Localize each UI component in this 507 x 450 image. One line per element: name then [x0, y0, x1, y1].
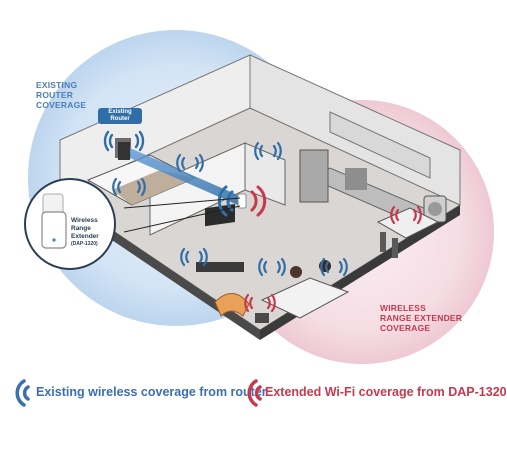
router-tag-line-2: Router: [110, 116, 130, 122]
wifi-waves-router-icon: [103, 130, 145, 152]
wifi-waves-dining-red-icon: [390, 205, 422, 225]
wifi-waves-bedroom-icon: [112, 177, 146, 197]
wifi-waves-blue-icon: [15, 379, 30, 407]
router-coverage-line-2: ROUTER: [36, 90, 74, 100]
signal-beam: [130, 148, 240, 206]
existing-router-tag: Existing Router: [98, 108, 142, 124]
extender-model-label: (DAP-1320): [71, 241, 98, 247]
extender-coverage-label: WIRELESS RANGE EXTENDER COVERAGE: [380, 303, 490, 333]
dining-table: [376, 207, 440, 239]
sofa: [260, 277, 350, 319]
person-1: [290, 266, 302, 278]
wifi-waves-living-icon: [258, 257, 286, 277]
washer-door: [428, 202, 442, 216]
extender-device: [41, 211, 67, 249]
legend-extender-coverage: Extended Wi-Fi coverage from DAP-1320: [265, 385, 507, 399]
wifi-waves-hall-icon: [176, 153, 204, 173]
extender-name-line-1: Wireless: [71, 217, 98, 224]
stool-2: [392, 238, 398, 258]
router-coverage-label: EXISTING ROUTER COVERAGE: [36, 80, 116, 110]
bed-blanket: [112, 170, 195, 205]
callout-line-2: [123, 205, 241, 233]
wifi-waves-bath-icon: [254, 141, 282, 161]
wifi-waves-red-icon: [247, 379, 262, 407]
refrigerator: [299, 149, 329, 203]
side-table: [255, 313, 269, 323]
extender-coverage-line-3: COVERAGE: [380, 323, 431, 333]
kitchen-upper-cabinets: [329, 111, 431, 179]
wifi-waves-extender-blue-icon: [217, 185, 234, 217]
extender-name-label: Wireless Range Extender: [71, 217, 123, 241]
tv-screen: [205, 203, 235, 227]
stool-1: [380, 232, 386, 252]
router-coverage-line-3: COVERAGE: [36, 100, 87, 110]
router-coverage-line-1: EXISTING: [36, 80, 78, 90]
wifi-waves-tv-icon: [180, 247, 208, 267]
callout-line-1: [123, 197, 241, 209]
wifi-waves-kitchen-icon: [320, 257, 348, 277]
lounge-chair: [214, 293, 250, 317]
extender-led: [52, 238, 56, 242]
wifi-waves-extender-red-icon: [250, 185, 267, 217]
extender-name-line-3: Extender: [71, 233, 99, 240]
extender-on-wall: [237, 193, 247, 209]
bath-wall: [244, 142, 286, 206]
extender-coverage-line-1: WIRELESS: [380, 303, 426, 313]
extender-name-line-2: Range: [71, 225, 91, 232]
extender-coverage-line-2: RANGE EXTENDER: [380, 313, 463, 323]
router-tag-line-1: Existing: [108, 109, 132, 115]
wifi-waves-chair-red-icon: [244, 293, 276, 313]
tv-stand: [196, 262, 244, 272]
stove: [345, 168, 367, 190]
legend-router-coverage: Existing wireless coverage from router: [36, 385, 267, 399]
router-device: [118, 142, 130, 160]
